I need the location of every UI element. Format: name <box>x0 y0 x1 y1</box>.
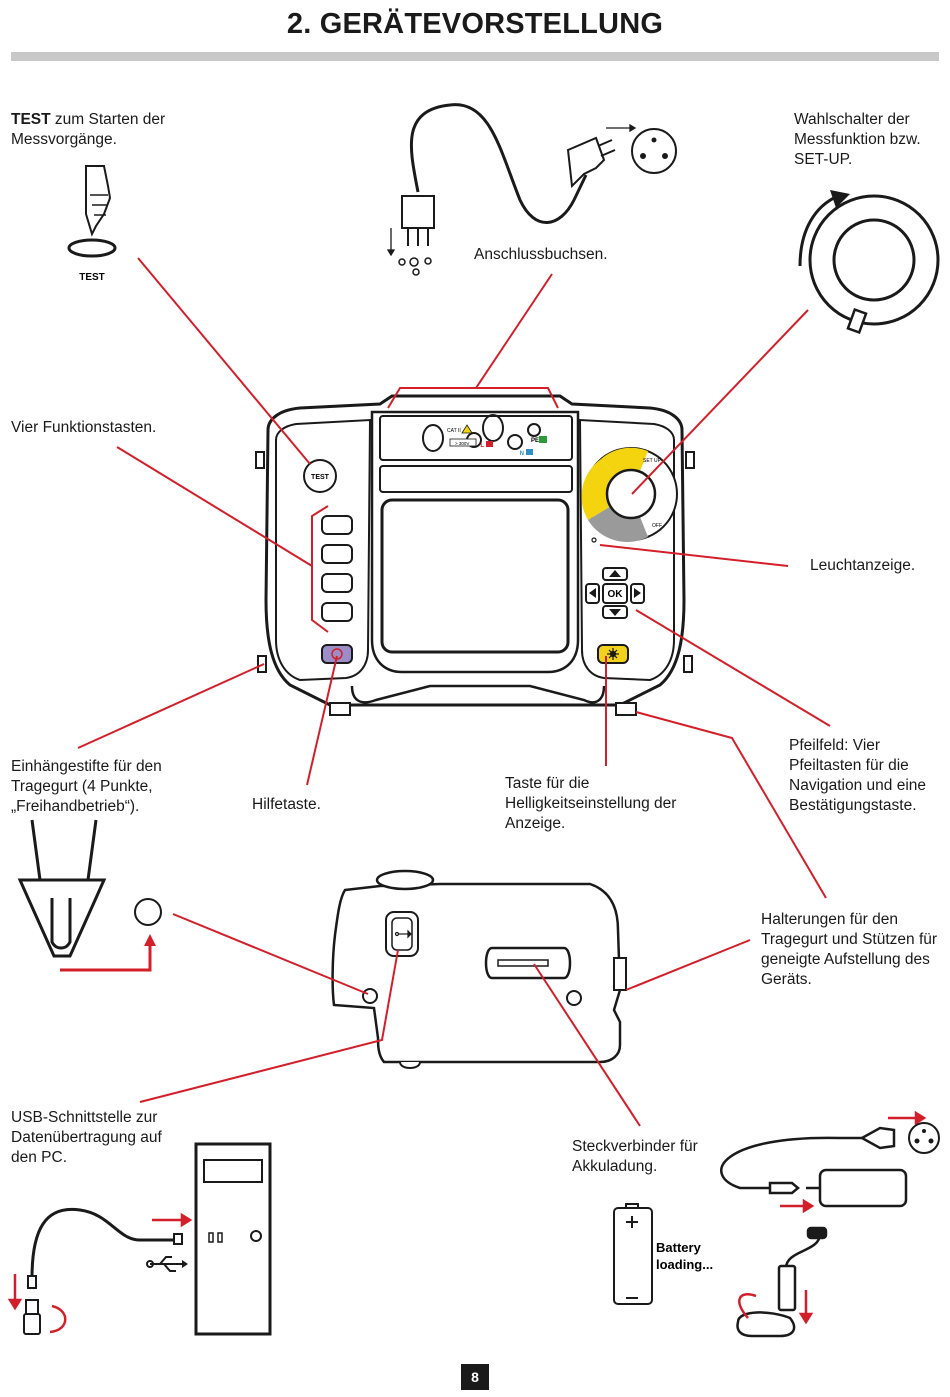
device-front <box>255 394 695 716</box>
l-color-marker <box>486 441 493 447</box>
label-test-rest: zum Starten der Messvorgänge. <box>11 111 166 148</box>
function-key-3[interactable] <box>321 573 353 593</box>
sun-icon <box>607 648 619 660</box>
finger-press-icon <box>67 165 117 258</box>
hook-pin-icon <box>17 819 107 958</box>
warning-icon <box>461 424 473 434</box>
pe-color-marker <box>539 436 547 443</box>
sockets-bracket <box>387 387 559 409</box>
device-side <box>331 869 627 1069</box>
callout-lines <box>77 257 831 1127</box>
n-color-marker <box>526 449 533 455</box>
usb-icon <box>394 929 412 939</box>
socket-earth <box>651 137 657 143</box>
charger-socket-pin-2 <box>928 1138 934 1144</box>
rotary-switch-icon <box>798 194 940 335</box>
arrow-down-small-icon <box>386 228 396 257</box>
label-halterungen: Halterungen für den Tragegurt und Stütze… <box>761 911 938 988</box>
label-usb: USB-Schnittstelle zur Datenübertragung a… <box>11 1109 162 1166</box>
voltage-label: > 300V <box>455 441 469 446</box>
battery-line2: loading... <box>656 1257 713 1272</box>
label-helligkeit: Taste für die Helligkeitseinstellung der… <box>505 775 677 832</box>
pin-hole-icon <box>134 898 162 926</box>
pc-tower-icon <box>194 1142 272 1336</box>
label-pfeilfeld: Pfeilfeld: Vier Pfeiltasten für die Navi… <box>789 737 927 814</box>
label-test: TEST zum Starten der Messvorgänge. <box>11 110 201 150</box>
rotate-arrow-head <box>830 190 850 208</box>
arrow-pad-glyphs <box>589 570 641 616</box>
usb-mini-plug <box>27 1275 37 1289</box>
page-title: 2. GERÄTEVORSTELLUNG <box>286 8 664 40</box>
label-steckverbinder: Steckverbinder für Akkuladung. <box>572 1138 698 1175</box>
cat-label: CAT II <box>447 428 461 434</box>
red-arrows-pc <box>7 1212 193 1311</box>
red-insert-arrow <box>60 944 152 972</box>
label-leuchtanzeige: Leuchtanzeige. <box>810 557 916 574</box>
power-cable-icon <box>401 103 677 246</box>
battery-icon <box>613 1203 653 1305</box>
function-keys-bracket <box>311 505 329 633</box>
ok-label: OK <box>608 589 624 600</box>
usb-symbol-arrow <box>182 1260 188 1268</box>
socket-pin-right <box>662 153 668 159</box>
setup-label: SET UP <box>643 458 662 464</box>
label-anschlussbuchsen: Anschlussbuchsen. <box>474 246 608 263</box>
terminals-icon <box>398 257 432 276</box>
arrow-right-small-icon <box>606 123 637 133</box>
red-arrows-charger <box>780 1110 927 1325</box>
page-number: 8 <box>461 1364 489 1390</box>
pe-label: PE <box>531 438 539 444</box>
title-divider <box>11 52 939 61</box>
red-insert-arrow-head <box>144 934 156 946</box>
l-label: L <box>480 443 484 449</box>
arrow-pad <box>585 567 645 619</box>
charger-rotate-arrow <box>738 1293 757 1319</box>
rotate-red-arrow <box>49 1304 67 1334</box>
test-button-label: TEST <box>311 474 330 481</box>
ok-button[interactable] <box>602 583 628 604</box>
off-label: OFF <box>652 523 662 529</box>
test-button-caption: TEST <box>79 272 105 283</box>
label-hilfetaste: Hilfetaste. <box>252 796 321 813</box>
n-label: N <box>520 451 524 457</box>
function-key-2[interactable] <box>321 544 353 564</box>
charger-icon <box>720 1122 940 1338</box>
charger-socket-earth <box>922 1129 926 1133</box>
function-key-4[interactable] <box>321 602 353 622</box>
indicator-led <box>591 537 597 543</box>
usb-plug <box>173 1233 183 1245</box>
label-test-bold: TEST <box>11 111 51 128</box>
usb-symbol-icon <box>146 1256 182 1272</box>
socket-pin-left <box>640 153 646 159</box>
battery-line1: Battery <box>656 1240 702 1255</box>
test-button[interactable] <box>303 459 337 493</box>
label-funktionstasten: Vier Funktionstasten. <box>11 419 157 436</box>
label-einhaengestifte: Einhängestifte für den Tragegurt (4 Punk… <box>11 758 162 815</box>
charger-socket-pin-1 <box>914 1138 920 1144</box>
usb-cable <box>30 1207 174 1279</box>
label-wahlschalter: Wahlschalter der Messfunktion bzw. SET-U… <box>794 111 921 168</box>
usb-device-connector <box>23 1299 41 1335</box>
function-key-1[interactable] <box>321 515 353 535</box>
help-button[interactable] <box>321 644 353 664</box>
